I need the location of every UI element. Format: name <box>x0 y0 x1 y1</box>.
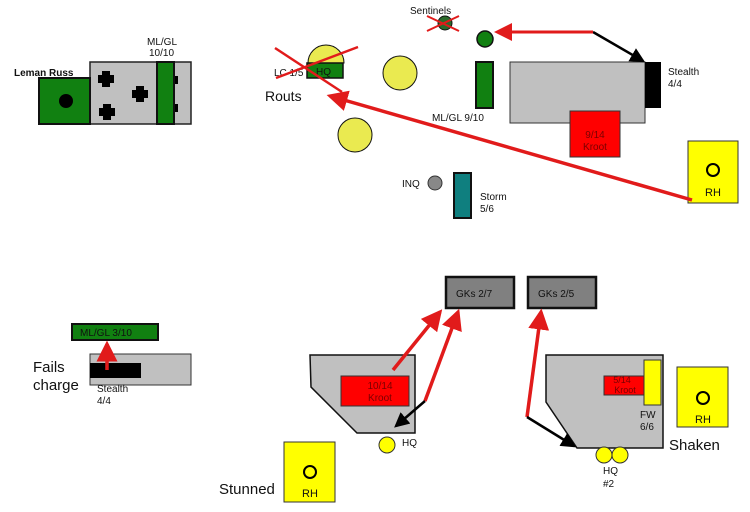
stealth-bottom-label: Stealth <box>97 384 128 395</box>
storm-count: 5/6 <box>480 204 494 215</box>
kroot-right-count: 5/14 <box>613 375 631 385</box>
mlgl-squad-bottom <box>71 323 159 341</box>
hq-right-number: #2 <box>603 479 615 490</box>
rh-bottom-label: RH <box>302 488 318 500</box>
destroyed-x-icon <box>426 15 460 32</box>
fails-label: Fails <box>33 359 65 376</box>
hq-label: HQ <box>316 67 331 78</box>
gks-unit-b <box>526 275 598 310</box>
mlgl-left-count: 10/10 <box>149 48 174 59</box>
hq-right-label: HQ <box>603 466 618 477</box>
leman-russ-label: Leman Russ <box>14 68 74 79</box>
mlgl-squad-mid <box>475 61 494 109</box>
move-arrow <box>592 30 646 63</box>
kroot-left-label: Kroot <box>368 393 392 404</box>
inq-marker <box>427 175 443 191</box>
hq-marker <box>378 436 396 454</box>
stealth-count: 4/4 <box>668 79 682 90</box>
mlgl-mid-label: ML/GL 9/10 <box>432 113 484 124</box>
charge-label: charge <box>33 377 79 394</box>
rh-unit <box>687 140 739 204</box>
shaken-label: Shaken <box>669 437 720 454</box>
rh-label: RH <box>705 187 721 199</box>
attack-arrow <box>423 308 462 402</box>
hq-marker <box>611 446 629 464</box>
attack-arrow <box>326 90 693 202</box>
gks-unit-a <box>444 275 516 310</box>
move-arrow <box>526 415 577 448</box>
fw-count: 6/6 <box>640 422 654 433</box>
stealth-unit <box>645 62 661 108</box>
gks-a-label: GKs 2/7 <box>456 289 493 300</box>
stealth-unit <box>90 363 141 378</box>
model-marker <box>337 117 373 153</box>
kroot-unit-left <box>340 375 410 407</box>
ring-icon <box>696 391 710 405</box>
hq-model <box>307 44 345 64</box>
mlgl-squad-left <box>156 61 175 125</box>
storm-label: Storm <box>480 192 507 203</box>
rh-unit-bottom <box>283 441 336 503</box>
inq-label: INQ <box>402 179 420 190</box>
rh-unit-right <box>676 366 729 428</box>
stunned-label: Stunned <box>219 481 275 498</box>
stealth-label: Stealth <box>668 67 699 78</box>
move-arrow <box>394 400 426 428</box>
fw-label: FW <box>640 410 656 421</box>
destroyed-x-icon <box>274 45 359 94</box>
sentinels-label: Sentinels <box>410 6 451 17</box>
kroot-unit <box>569 110 621 158</box>
routs-label: Routs <box>265 88 302 104</box>
rh-right-label: RH <box>695 414 711 426</box>
kroot-label: Kroot <box>583 142 607 153</box>
mlgl-bottom-label: ML/GL 3/10 <box>80 328 132 339</box>
sponson-icons <box>98 71 178 120</box>
gks-b-label: GKs 2/5 <box>538 289 575 300</box>
sentinel-marker <box>476 30 494 48</box>
ring-icon <box>303 465 317 479</box>
model-marker <box>382 55 418 91</box>
leman-russ-vehicle <box>38 61 192 125</box>
hq-marker <box>595 446 613 464</box>
kroot-left-count: 10/14 <box>367 381 392 392</box>
mlgl-left-label: ML/GL <box>147 37 177 48</box>
hq-left-label: HQ <box>402 438 417 449</box>
storm-unit <box>453 172 472 219</box>
ring-icon <box>706 163 720 177</box>
attack-arrow <box>391 309 443 372</box>
kroot-count: 9/14 <box>585 130 605 141</box>
kroot-right-label: Kroot <box>614 385 636 395</box>
stealth-bottom-count: 4/4 <box>97 396 111 407</box>
fw-unit <box>643 359 662 406</box>
attack-arrow <box>525 308 550 418</box>
